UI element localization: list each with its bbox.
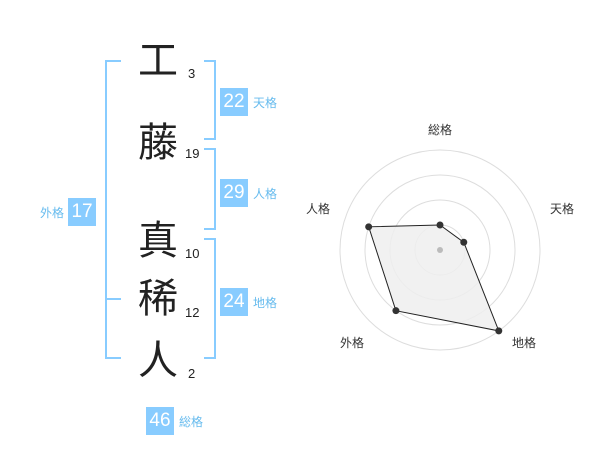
tenkaku-value: 22 [220, 88, 248, 116]
chikaku-result: 24 地格 [220, 288, 277, 316]
radar-ring-3 [364, 174, 516, 326]
radar-point-1 [460, 238, 468, 246]
radar-point-2 [495, 327, 503, 335]
jinkaku-value: 29 [220, 179, 248, 207]
axis-label-chikaku: 地格 [512, 335, 536, 350]
name-char-1: 工 [138, 38, 178, 84]
chikaku-label: 地格 [253, 295, 278, 310]
name-char-2: 藤 [138, 120, 178, 166]
name-char-5: 人 [138, 338, 178, 384]
axis-label-tenkaku: 天格 [550, 201, 574, 216]
stroke-count-3: 10 [185, 246, 200, 261]
axis-label-gaikaku: 外格 [340, 335, 364, 350]
stroke-count-5: 2 [188, 366, 196, 381]
tenkaku-bracket [204, 60, 216, 140]
jinkaku-result: 29 人格 [220, 179, 277, 207]
gaikaku-label: 外格 [40, 205, 65, 220]
radar-center-dot [437, 247, 443, 253]
name-char-4: 稀 [138, 276, 178, 322]
stroke-count-1: 3 [188, 66, 196, 81]
axis-label-jinkaku: 人格 [306, 201, 330, 216]
jinkaku-bracket [204, 148, 216, 230]
radar-point-3 [392, 307, 400, 315]
radar-ring-4 [339, 149, 541, 351]
axis-label-soukaku: 総格 [428, 122, 452, 137]
soukaku-result: 46 総格 [146, 407, 203, 435]
chikaku-bracket [204, 238, 216, 359]
soukaku-value: 46 [146, 407, 174, 435]
stroke-count-4: 12 [185, 305, 200, 320]
radar-point-0 [436, 221, 444, 229]
radar-point-4 [365, 223, 373, 231]
radar-polygon [368, 224, 500, 332]
gaikaku-bracket [105, 60, 121, 359]
radar-points [365, 221, 503, 335]
name-char-3: 真 [138, 218, 178, 264]
jinkaku-label: 人格 [253, 186, 278, 201]
chikaku-value: 24 [220, 288, 248, 316]
gaikaku-result: 外格 17 [40, 198, 97, 226]
gaikaku-bracket-divider [105, 298, 121, 300]
gaikaku-value: 17 [68, 198, 97, 226]
tenkaku-label: 天格 [253, 95, 278, 110]
stroke-count-2: 19 [185, 146, 200, 161]
soukaku-label: 総格 [179, 414, 204, 429]
tenkaku-result: 22 天格 [220, 88, 277, 116]
